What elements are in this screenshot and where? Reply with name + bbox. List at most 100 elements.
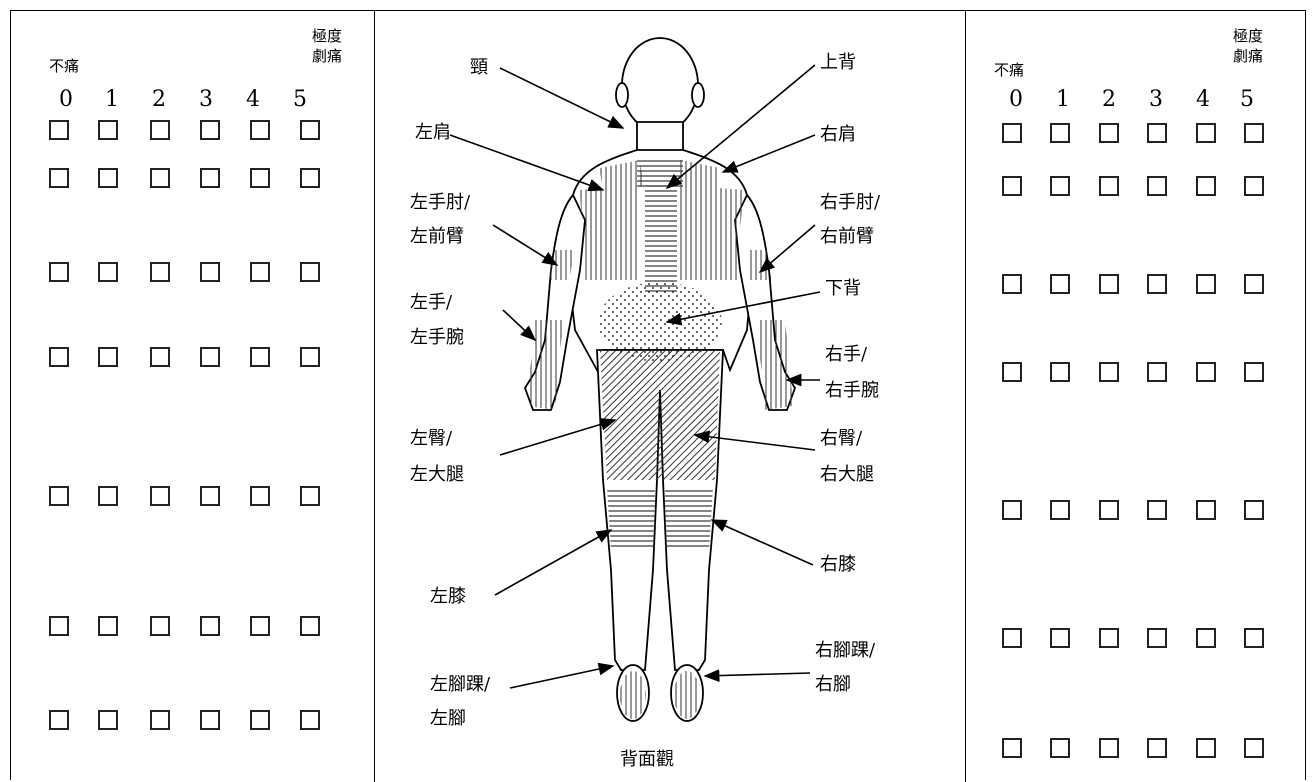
left-checkbox-row7-score0[interactable] xyxy=(49,710,69,730)
left-checkbox-row6-score0[interactable] xyxy=(49,616,69,636)
label-right-hip-2: 右大腿 xyxy=(820,464,874,485)
right-checkbox-row3-score5[interactable] xyxy=(1244,274,1264,294)
left-checkbox-row4-score2[interactable] xyxy=(150,347,170,367)
left-checkbox-row5-score3[interactable] xyxy=(200,486,220,506)
right-checkbox-row4-score4[interactable] xyxy=(1196,362,1216,382)
right-checkbox-row3-score3[interactable] xyxy=(1147,274,1167,294)
left-checkbox-row1-score4[interactable] xyxy=(250,120,270,140)
left-checkbox-row6-score2[interactable] xyxy=(150,616,170,636)
label-left-knee: 左膝 xyxy=(430,586,466,607)
right-checkbox-row4-score2[interactable] xyxy=(1099,362,1119,382)
left-checkbox-row5-score1[interactable] xyxy=(98,486,118,506)
left-checkbox-row2-score5[interactable] xyxy=(300,168,320,188)
left-checkbox-row2-score1[interactable] xyxy=(98,168,118,188)
left-checkbox-row7-score3[interactable] xyxy=(200,710,220,730)
right-checkbox-row5-score5[interactable] xyxy=(1244,500,1264,520)
scale-low-label: 不痛 xyxy=(49,57,80,75)
right-checkbox-row6-score3[interactable] xyxy=(1147,628,1167,648)
label-right-elbow-2: 右前臂 xyxy=(820,226,874,247)
left-pain-scale-panel: 不痛 極度 劇痛 0 1 2 3 4 5 xyxy=(10,10,374,782)
label-left-hip-1: 左臀/ xyxy=(410,428,453,449)
right-checkbox-row6-score1[interactable] xyxy=(1050,628,1070,648)
left-checkbox-row6-score1[interactable] xyxy=(98,616,118,636)
right-checkbox-row7-score3[interactable] xyxy=(1147,738,1167,758)
right-checkbox-row1-score2[interactable] xyxy=(1099,123,1119,143)
label-arrows xyxy=(449,64,821,689)
right-checkbox-row1-score4[interactable] xyxy=(1196,123,1216,143)
right-checkbox-row3-score1[interactable] xyxy=(1050,274,1070,294)
right-checkbox-row6-score2[interactable] xyxy=(1099,628,1119,648)
right-checkbox-row4-score5[interactable] xyxy=(1244,362,1264,382)
left-checkbox-row4-score0[interactable] xyxy=(49,347,69,367)
right-checkbox-row2-score4[interactable] xyxy=(1196,176,1216,196)
left-checkbox-row6-score4[interactable] xyxy=(250,616,270,636)
label-left-ankle-1: 左腳踝/ xyxy=(430,674,491,695)
scale-number-3: 3 xyxy=(199,87,213,112)
right-checkbox-row1-score1[interactable] xyxy=(1050,123,1070,143)
left-checkbox-row1-score0[interactable] xyxy=(49,120,69,140)
left-checkbox-row3-score1[interactable] xyxy=(98,262,118,282)
right-checkbox-row7-score5[interactable] xyxy=(1244,738,1264,758)
right-checkbox-row4-score3[interactable] xyxy=(1147,362,1167,382)
left-checkbox-row1-score5[interactable] xyxy=(300,120,320,140)
scale-number-0: 0 xyxy=(1009,87,1023,112)
left-checkbox-row6-score3[interactable] xyxy=(200,616,220,636)
right-checkbox-row6-score4[interactable] xyxy=(1196,628,1216,648)
left-checkbox-row7-score5[interactable] xyxy=(300,710,320,730)
scale-high-label-2: 劇痛 xyxy=(311,47,342,65)
body-labels: 頸 上背 左肩 右肩 左手肘/ 左前臂 右手肘/ 右前臂 下背 左手/ 左手腕 … xyxy=(410,52,881,770)
left-checkbox-row3-score2[interactable] xyxy=(150,262,170,282)
left-checkbox-row1-score3[interactable] xyxy=(200,120,220,140)
label-left-hip-2: 左大腿 xyxy=(410,464,464,485)
left-checkbox-row5-score2[interactable] xyxy=(150,486,170,506)
right-checkbox-row5-score3[interactable] xyxy=(1147,500,1167,520)
left-checkbox-row1-score2[interactable] xyxy=(150,120,170,140)
right-checkbox-row2-score3[interactable] xyxy=(1147,176,1167,196)
right-checkbox-row1-score3[interactable] xyxy=(1147,123,1167,143)
right-checkbox-row3-score0[interactable] xyxy=(1002,274,1022,294)
right-checkbox-row2-score0[interactable] xyxy=(1002,176,1022,196)
right-checkbox-row1-score0[interactable] xyxy=(1002,123,1022,143)
left-checkbox-row3-score3[interactable] xyxy=(200,262,220,282)
right-checkbox-row7-score4[interactable] xyxy=(1196,738,1216,758)
left-checkbox-row7-score4[interactable] xyxy=(250,710,270,730)
right-checkbox-row3-score4[interactable] xyxy=(1196,274,1216,294)
right-checkbox-row4-score1[interactable] xyxy=(1050,362,1070,382)
left-checkbox-row4-score1[interactable] xyxy=(98,347,118,367)
left-checkbox-row4-score3[interactable] xyxy=(200,347,220,367)
left-checkbox-row3-score4[interactable] xyxy=(250,262,270,282)
scale-number-2: 2 xyxy=(152,87,166,112)
left-checkbox-row2-score0[interactable] xyxy=(49,168,69,188)
left-checkbox-row6-score5[interactable] xyxy=(300,616,320,636)
right-checkbox-row2-score1[interactable] xyxy=(1050,176,1070,196)
left-checkbox-row2-score4[interactable] xyxy=(250,168,270,188)
right-checkbox-row4-score0[interactable] xyxy=(1002,362,1022,382)
right-checkbox-row5-score4[interactable] xyxy=(1196,500,1216,520)
scale-high-label-1: 極度 xyxy=(311,27,342,45)
left-checkbox-row5-score4[interactable] xyxy=(250,486,270,506)
right-checkbox-row7-score1[interactable] xyxy=(1050,738,1070,758)
right-checkbox-row1-score5[interactable] xyxy=(1244,123,1264,143)
right-checkbox-row2-score2[interactable] xyxy=(1099,176,1119,196)
right-checkbox-row5-score0[interactable] xyxy=(1002,500,1022,520)
left-checkbox-row1-score1[interactable] xyxy=(98,120,118,140)
right-checkbox-row6-score5[interactable] xyxy=(1244,628,1264,648)
left-checkbox-row4-score5[interactable] xyxy=(300,347,320,367)
right-checkbox-row5-score2[interactable] xyxy=(1099,500,1119,520)
left-checkbox-row7-score2[interactable] xyxy=(150,710,170,730)
right-checkbox-row7-score2[interactable] xyxy=(1099,738,1119,758)
right-checkbox-row7-score0[interactable] xyxy=(1002,738,1022,758)
left-checkbox-row3-score0[interactable] xyxy=(49,262,69,282)
left-checkbox-row7-score1[interactable] xyxy=(98,710,118,730)
right-checkbox-row5-score1[interactable] xyxy=(1050,500,1070,520)
right-checkbox-row2-score5[interactable] xyxy=(1244,176,1264,196)
left-checkbox-row4-score4[interactable] xyxy=(250,347,270,367)
left-checkbox-row3-score5[interactable] xyxy=(300,262,320,282)
left-checkbox-row2-score3[interactable] xyxy=(200,168,220,188)
scale-number-1: 1 xyxy=(1056,87,1070,112)
right-checkbox-row6-score0[interactable] xyxy=(1002,628,1022,648)
left-checkbox-row2-score2[interactable] xyxy=(150,168,170,188)
left-checkbox-row5-score5[interactable] xyxy=(300,486,320,506)
left-checkbox-row5-score0[interactable] xyxy=(49,486,69,506)
right-checkbox-row3-score2[interactable] xyxy=(1099,274,1119,294)
